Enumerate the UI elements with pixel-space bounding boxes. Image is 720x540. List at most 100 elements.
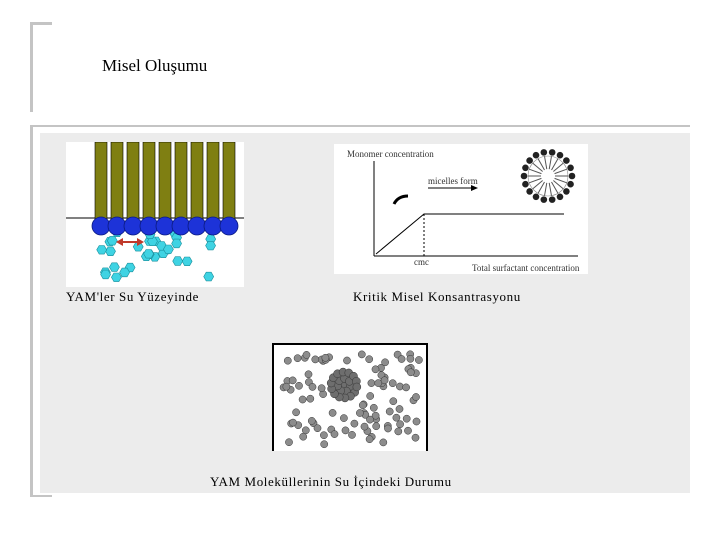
cmc-caption: Kritik Misel Konsantrasyonu: [353, 289, 521, 305]
frame-top-left-horizontal: [30, 22, 52, 25]
monomer-glyph: [394, 196, 408, 204]
surfactant-molecule: [404, 427, 411, 434]
surfactant-tail: [159, 142, 171, 222]
surfactant-head: [108, 217, 126, 235]
micelles-form-label: micelles form: [428, 176, 478, 186]
surfactant-molecule: [396, 405, 403, 412]
frame-top-left-vertical: [30, 22, 33, 112]
micelle-head: [541, 149, 548, 156]
surfactant-molecule: [373, 423, 380, 430]
surfactant-molecule: [407, 369, 414, 376]
surfactant-molecule: [321, 441, 328, 448]
water-molecule: [109, 263, 119, 272]
surfactant-molecule: [413, 418, 420, 425]
surfactant-molecule: [342, 427, 349, 434]
surfactant-tail: [207, 142, 219, 222]
surfactant-head: [92, 217, 110, 235]
surfactant-molecule: [386, 408, 393, 415]
surfactant-molecule: [314, 425, 321, 432]
surfactant-molecule: [415, 356, 422, 363]
x-axis-label: Total surfactant concentration: [472, 263, 580, 273]
micelle-head: [526, 157, 533, 164]
concentration-curve: [376, 214, 564, 254]
surfactant-molecule: [329, 409, 336, 416]
water-molecule: [144, 250, 154, 259]
surfactant-molecule: [302, 427, 309, 434]
micelle-head: [526, 188, 533, 195]
surfactant-tail: [223, 142, 235, 222]
surfactant-molecule: [308, 417, 315, 424]
surface-illustration: [66, 142, 244, 287]
surfactant-head: [124, 217, 142, 235]
surfactant-molecule: [309, 383, 316, 390]
surfactant-tail: [143, 142, 155, 222]
water-molecule: [172, 239, 182, 248]
surfactant-molecule: [322, 354, 329, 361]
surfactant-head: [172, 217, 190, 235]
cmc-label: cmc: [414, 257, 429, 267]
micelle-head: [569, 173, 576, 180]
micelle-glyph: [521, 149, 576, 203]
micelle-cluster: [327, 368, 361, 402]
surfactant-molecule: [348, 431, 355, 438]
micelle-head: [522, 164, 529, 171]
water-caption: YAM Moleküllerinin Su İçindeki Durumu: [210, 474, 452, 490]
water-molecule: [120, 268, 130, 277]
frame-top-horizontal: [30, 125, 690, 127]
surfactant-molecule: [320, 432, 327, 439]
micelle-molecule: [353, 383, 361, 391]
surfactant-molecule: [390, 398, 397, 405]
surface-caption: YAM'ler Su Yüzeyinde: [66, 289, 199, 305]
surfactant-molecule: [382, 359, 389, 366]
surfactant-molecule: [372, 366, 379, 373]
water-molecule: [106, 247, 116, 256]
surfactant-molecule: [318, 385, 325, 392]
surfactant-molecule: [381, 377, 388, 384]
surfactant-molecule: [300, 433, 307, 440]
cmc-graph: Monomer concentration micelles form cmc …: [334, 144, 588, 274]
surfactant-molecule: [403, 384, 410, 391]
micelle-head: [533, 152, 540, 159]
water-molecule: [173, 257, 183, 266]
micelle-head: [567, 181, 574, 188]
surfactant-head: [188, 217, 206, 235]
surfactant-molecule: [289, 419, 296, 426]
water-figure: [272, 343, 428, 451]
micelle-head: [541, 196, 548, 203]
surfactant-molecule: [366, 436, 373, 443]
water-molecule: [101, 270, 111, 279]
surfactant-tail: [191, 142, 203, 222]
surfactant-head: [220, 217, 238, 235]
surfactant-molecule: [367, 392, 374, 399]
micelle-head: [557, 152, 564, 159]
micelle-head: [522, 181, 529, 188]
micelle-head: [521, 173, 528, 180]
surfactant-molecule: [403, 415, 410, 422]
water-illustration: [272, 343, 428, 451]
surfactant-molecule: [395, 428, 402, 435]
surfactant-molecule: [359, 402, 366, 409]
frame-bottom-horizontal: [30, 495, 52, 497]
surfactant-molecule: [356, 409, 363, 416]
water-molecule: [111, 273, 121, 282]
frame-left-vertical: [30, 125, 33, 497]
micelle-head: [563, 157, 570, 164]
surfactant-molecule: [289, 377, 296, 384]
surfactant-molecule: [283, 383, 290, 390]
micelle-head: [533, 193, 540, 200]
water-molecule: [107, 236, 117, 245]
surfactant-molecule: [312, 356, 319, 363]
surfactant-molecule: [294, 355, 301, 362]
surfactant-molecule: [351, 420, 358, 427]
surfactant-molecule: [366, 356, 373, 363]
surfactant-molecule: [303, 351, 310, 358]
slide-title: Misel Oluşumu: [102, 56, 207, 76]
surfactant-molecule: [398, 355, 405, 362]
surfactant-molecule: [343, 357, 350, 364]
surfactant-molecule: [366, 416, 373, 423]
surfactant-molecule: [370, 404, 377, 411]
micelle-head: [563, 188, 570, 195]
surfactant-molecule: [412, 393, 419, 400]
surfactant-head: [140, 217, 158, 235]
surfactant-molecule: [361, 423, 368, 430]
